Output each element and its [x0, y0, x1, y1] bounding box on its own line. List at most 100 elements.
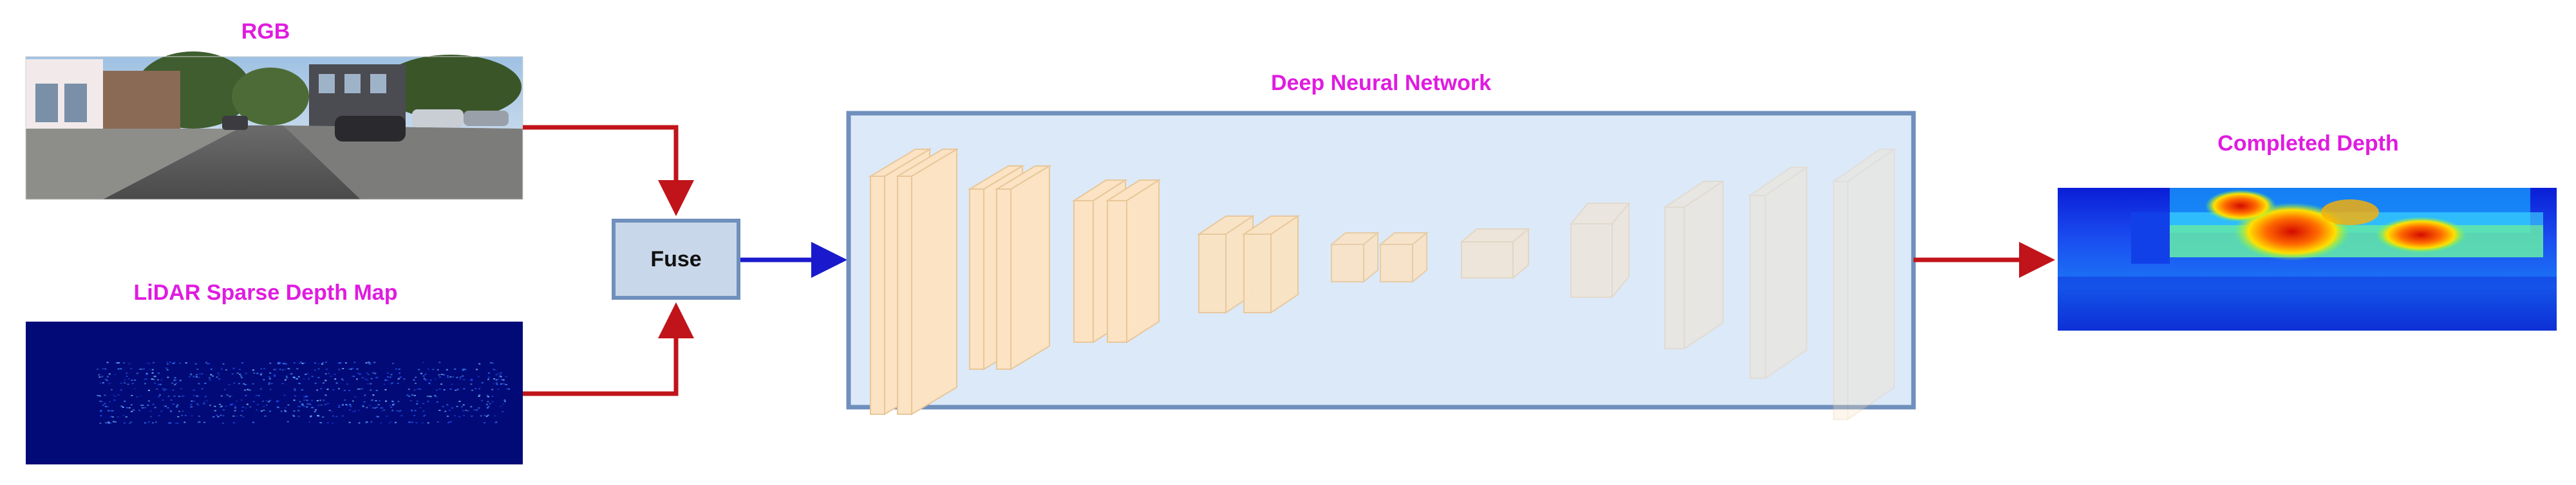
lidar-point — [120, 389, 122, 391]
lidar-point — [158, 415, 160, 417]
lidar-point — [357, 372, 359, 374]
lidar-point — [408, 421, 410, 423]
lidar-point — [493, 383, 495, 385]
lidar-point — [106, 361, 109, 363]
lidar-point — [169, 422, 172, 424]
lidar-point — [209, 380, 211, 381]
lidar-point — [223, 409, 225, 411]
lidar-point — [491, 389, 494, 390]
lidar-point — [375, 390, 378, 391]
lidar-point — [109, 382, 112, 384]
lidar-point — [303, 399, 305, 401]
lidar-point — [118, 362, 120, 364]
lidar-point — [120, 368, 122, 370]
lidar-point — [494, 415, 496, 417]
lidar-point — [274, 375, 276, 377]
lidar-point — [297, 416, 300, 417]
lidar-point — [167, 376, 169, 378]
lidar-point — [334, 378, 337, 380]
lidar-point — [438, 388, 441, 390]
lidar-point — [374, 372, 377, 374]
lidar-point — [122, 407, 124, 408]
lidar-point — [485, 403, 488, 405]
lidar-point — [194, 363, 197, 365]
lidar-point — [400, 415, 403, 417]
lidar-point — [220, 406, 222, 408]
lidar-point — [438, 376, 441, 378]
lidar-point — [97, 369, 99, 370]
lidar-point — [386, 372, 389, 374]
lidar-point — [375, 416, 378, 417]
lidar-point — [409, 399, 412, 401]
lidar-point — [196, 369, 199, 371]
lidar-point — [106, 406, 109, 408]
lidar-point — [487, 414, 489, 416]
lidar-point — [380, 422, 382, 424]
lidar-point — [147, 389, 150, 391]
lidar-point — [193, 389, 195, 391]
lidar-point — [381, 407, 384, 409]
lidar-point — [303, 362, 306, 364]
lidar-point — [269, 372, 272, 374]
lidar-point — [367, 374, 370, 376]
lidar-point — [400, 376, 402, 378]
lidar-point — [497, 389, 500, 390]
lidar-point — [110, 389, 113, 390]
lidar-point — [306, 399, 309, 401]
lidar-point — [99, 395, 101, 397]
lidar-point — [245, 407, 247, 409]
network-layer-block — [1105, 179, 1161, 343]
lidar-point — [344, 399, 346, 401]
lidar-point — [470, 406, 473, 408]
lidar-point — [435, 396, 438, 398]
lidar-point — [197, 421, 200, 423]
lidar-point — [193, 400, 196, 402]
lidar-point — [423, 378, 426, 380]
lidar-point — [123, 362, 125, 364]
lidar-point — [223, 389, 226, 390]
lidar-point — [155, 421, 157, 423]
lidar-point — [349, 409, 351, 411]
lidar-point — [398, 369, 400, 370]
lidar-point — [326, 389, 329, 390]
lidar-point — [240, 375, 242, 377]
lidar-point — [416, 400, 418, 402]
lidar-point — [356, 378, 358, 380]
lidar-point — [236, 400, 238, 402]
lidar-point — [338, 388, 340, 390]
lidar-point — [162, 388, 165, 390]
lidar-point — [386, 376, 389, 378]
lidar-point — [350, 368, 352, 370]
lidar-point — [179, 362, 182, 364]
lidar-point — [151, 372, 154, 374]
lidar-point — [301, 405, 304, 406]
lidar-point — [281, 383, 284, 385]
lidar-point — [220, 395, 223, 397]
lidar-point — [500, 383, 502, 385]
lidar-point — [245, 372, 247, 374]
lidar-point — [268, 383, 270, 385]
lidar-point — [233, 382, 236, 384]
lidar-point — [369, 362, 371, 364]
lidar-point — [371, 407, 374, 409]
lidar-point — [147, 421, 150, 423]
lidar-point — [174, 377, 176, 379]
lidar-point — [122, 414, 125, 416]
lidar-point — [366, 421, 368, 423]
lidar-point — [162, 399, 164, 401]
lidar-point — [386, 415, 388, 417]
lidar-point — [499, 374, 502, 376]
lidar-point — [503, 383, 506, 385]
lidar-point — [411, 394, 413, 396]
lidar-point — [125, 416, 127, 418]
lidar-point — [308, 421, 311, 423]
lidar-point — [416, 403, 418, 405]
lidar-point — [324, 373, 327, 375]
lidar-point — [134, 388, 136, 390]
lidar-point — [411, 410, 413, 412]
lidar-point — [304, 396, 306, 398]
lidar-point — [436, 401, 438, 403]
lidar-point — [160, 379, 163, 381]
lidar-point — [273, 374, 276, 376]
lidar-point — [449, 389, 452, 390]
